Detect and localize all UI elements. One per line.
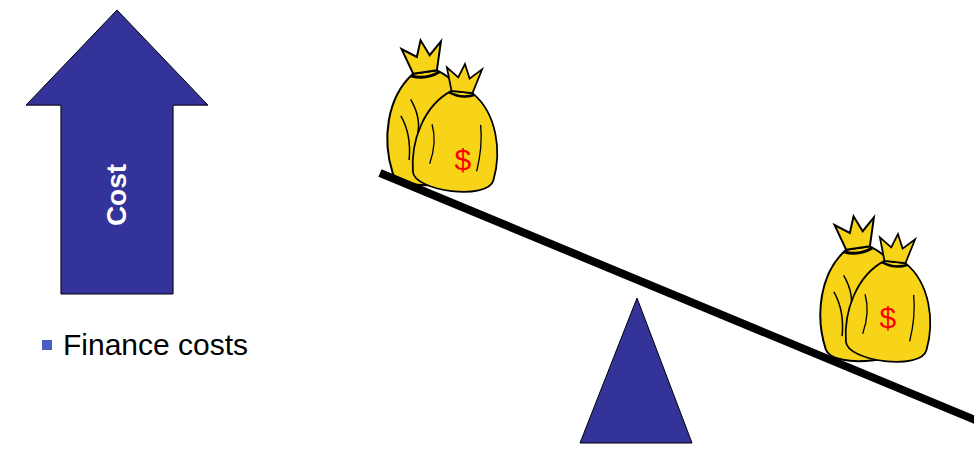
bullet-text: Finance costs bbox=[63, 328, 248, 362]
bullet-mark bbox=[42, 340, 52, 350]
dollar-sign: $ bbox=[455, 143, 472, 177]
money-bag bbox=[843, 230, 940, 366]
seesaw-beam bbox=[380, 173, 974, 422]
fulcrum-triangle bbox=[580, 298, 692, 443]
money-bag bbox=[410, 60, 507, 196]
node-label: Cost bbox=[101, 164, 133, 226]
node-outline bbox=[26, 10, 208, 294]
dollar-sign: $ bbox=[880, 301, 897, 335]
arrow-shape bbox=[26, 10, 208, 294]
cost-arrow: Cost bbox=[26, 10, 208, 294]
